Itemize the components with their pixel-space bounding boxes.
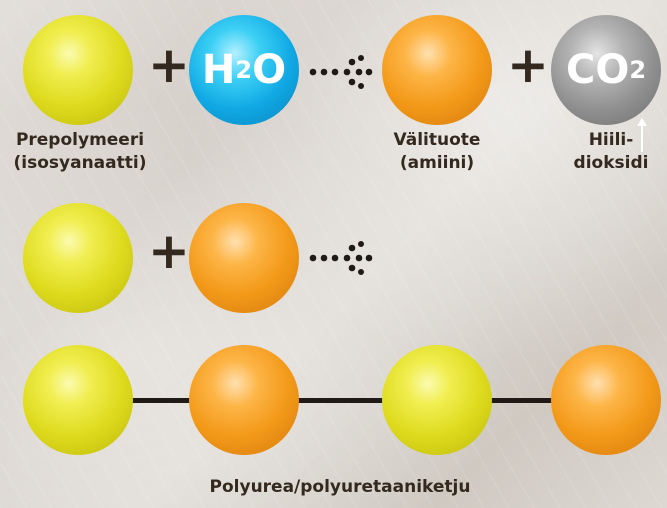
chain-bond bbox=[125, 398, 205, 403]
chain-label: Polyurea/polyuretaaniketju bbox=[209, 477, 471, 497]
dotted-arrow-icon bbox=[309, 241, 373, 275]
amine-molecule bbox=[189, 203, 299, 313]
isocyanate-molecule bbox=[23, 203, 133, 313]
chain-isocyanate-unit bbox=[23, 345, 133, 455]
plus-sign: + bbox=[148, 36, 190, 94]
dotted-arrow-icon bbox=[309, 55, 373, 89]
chain-amine-unit bbox=[551, 345, 661, 455]
co2-label: Hiili- dioksidi bbox=[573, 130, 649, 173]
plus-sign: + bbox=[148, 222, 190, 280]
chain-isocyanate-unit bbox=[382, 345, 492, 455]
chain-amine-unit bbox=[189, 345, 299, 455]
chain-bond bbox=[295, 398, 390, 403]
chain-bond bbox=[482, 398, 562, 403]
intermediate-label: Välituote (amiini) bbox=[393, 130, 481, 173]
intermediate-amine-molecule bbox=[382, 15, 492, 125]
prepolymer-label: Prepolymeeri (isosyanaatti) bbox=[13, 130, 147, 173]
prepolymer-molecule bbox=[23, 15, 133, 125]
plus-sign: + bbox=[507, 36, 549, 94]
up-arrow-icon bbox=[637, 118, 647, 152]
